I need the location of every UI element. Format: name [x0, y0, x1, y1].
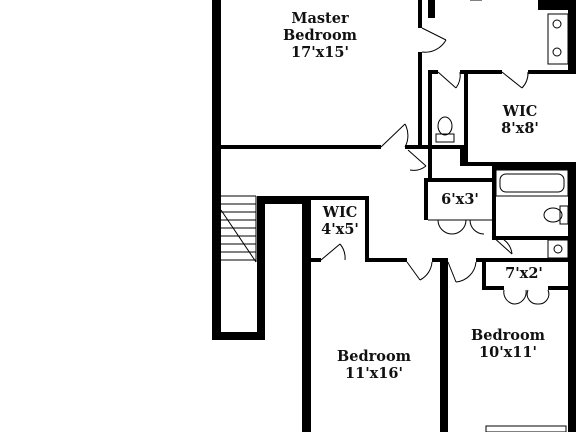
closet-6x3-label: 6'x3' [432, 191, 488, 208]
wic-large-size: 8'x8' [501, 120, 539, 137]
fixtures [435, 13, 569, 432]
bedroom-bottom-size: 11'x16' [345, 365, 403, 382]
wic-large-name: WIC [502, 103, 538, 120]
bedroom-bottom-label: Bedroom 11'x16' [324, 348, 424, 382]
master-bedroom-size: 17'x15' [291, 44, 349, 61]
doors [320, 0, 550, 305]
wic-small-label: WIC 4'x5' [312, 204, 368, 238]
bedroom-right-size: 10'x11' [479, 344, 537, 361]
exterior-walls [212, 0, 576, 432]
wic-small-size: 4'x5' [321, 221, 359, 238]
wic-large-label: WIC 8'x8' [490, 103, 550, 137]
closet-7x2-label: 7'x2' [496, 265, 552, 282]
closet-7x2-size: 7'x2' [505, 265, 543, 282]
bedroom-bottom-name: Bedroom [337, 348, 411, 365]
wic-small-name: WIC [322, 204, 358, 221]
interior-walls [221, 0, 576, 290]
bedroom-right-label: Bedroom 10'x11' [458, 327, 558, 361]
stairs [220, 195, 257, 263]
master-bedroom-label: Master Bedroom 17'x15' [270, 10, 370, 61]
master-bedroom-name-line1: Master [291, 10, 349, 27]
master-bedroom-name-line2: Bedroom [283, 27, 357, 44]
closet-6x3-size: 6'x3' [441, 191, 479, 208]
bedroom-right-name: Bedroom [471, 327, 545, 344]
